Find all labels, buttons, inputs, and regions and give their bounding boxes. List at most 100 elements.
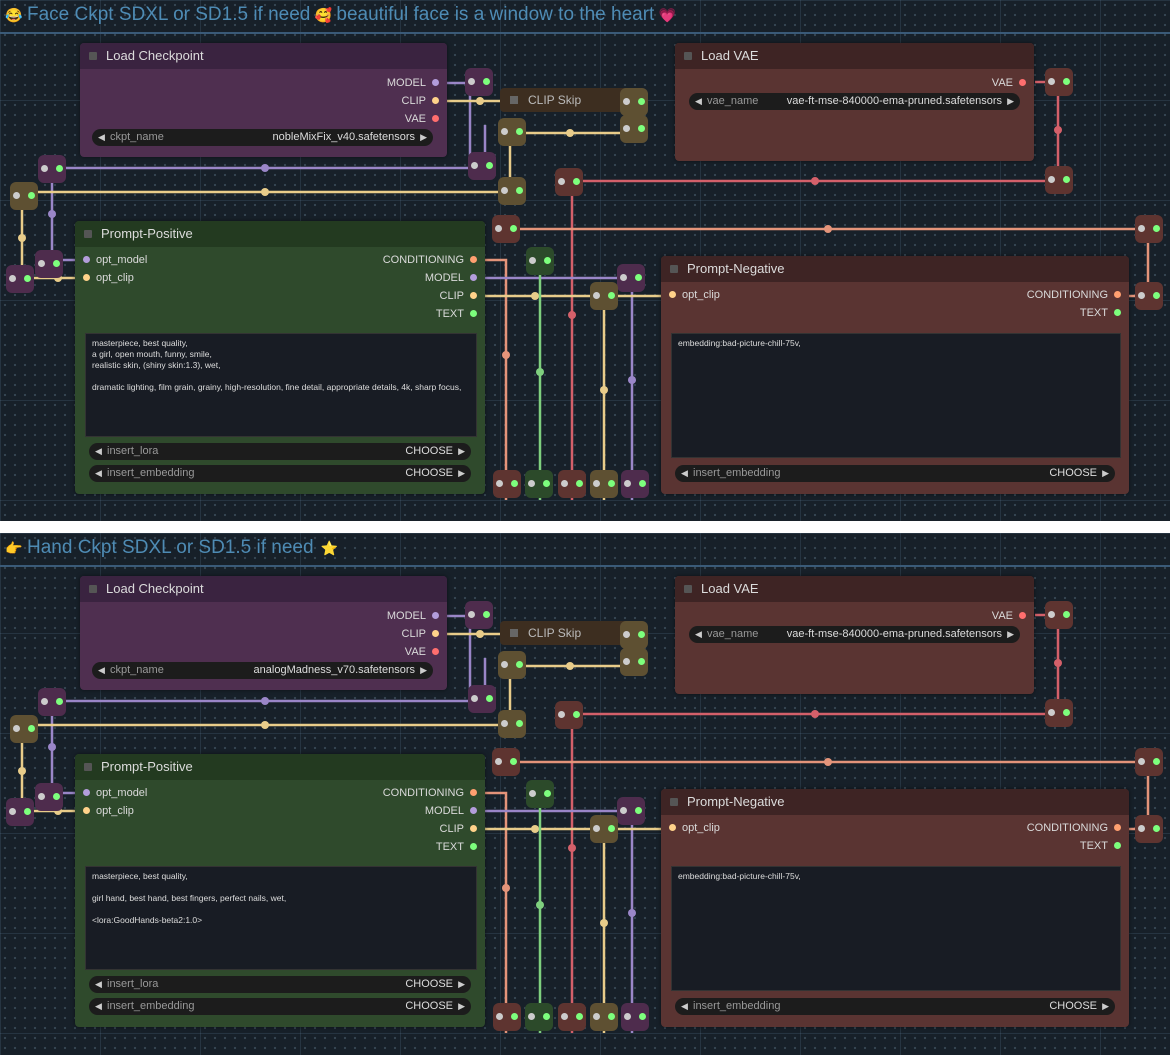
vae-slot-icon[interactable]	[1019, 611, 1026, 619]
reroute-output-dot-icon[interactable]	[516, 661, 523, 668]
reroute-node[interactable]	[1045, 68, 1073, 96]
arrow-left-icon[interactable]: ◀	[695, 629, 702, 639]
conditioning-slot-icon[interactable]	[470, 255, 477, 263]
reroute-input-dot-icon[interactable]	[561, 1013, 568, 1020]
arrow-right-icon[interactable]: ▶	[458, 1001, 465, 1011]
reroute-output-dot-icon[interactable]	[639, 1013, 646, 1020]
reroute-input-dot-icon[interactable]	[1138, 758, 1145, 765]
wire-midpoint-handle[interactable]	[531, 825, 539, 833]
reroute-input-dot-icon[interactable]	[38, 793, 45, 800]
arrow-right-icon[interactable]: ▶	[420, 665, 427, 675]
reroute-node[interactable]	[493, 470, 521, 498]
reroute-input-dot-icon[interactable]	[1048, 176, 1055, 183]
output-conditioning[interactable]: CONDITIONING	[1027, 287, 1121, 303]
ckpt-name-combo[interactable]: ◀ ckpt_name analogMadness_v70.safetensor…	[92, 662, 433, 679]
output-clip[interactable]: CLIP	[402, 93, 439, 109]
model-slot-icon[interactable]	[83, 788, 90, 796]
reroute-output-dot-icon[interactable]	[608, 825, 615, 832]
clip-slot-icon[interactable]	[470, 824, 477, 832]
connection-wire[interactable]	[485, 258, 508, 500]
reroute-output-dot-icon[interactable]	[511, 1013, 518, 1020]
wire-midpoint-handle[interactable]	[811, 710, 819, 718]
reroute-input-dot-icon[interactable]	[13, 725, 20, 732]
clip-slot-icon[interactable]	[669, 823, 676, 831]
wire-midpoint-handle[interactable]	[600, 919, 608, 927]
reroute-input-dot-icon[interactable]	[593, 480, 600, 487]
conditioning-slot-icon[interactable]	[1114, 823, 1121, 831]
reroute-input-dot-icon[interactable]	[623, 658, 630, 665]
prompt-negative-node[interactable]: Prompt-Negative opt_clip CONDITIONING TE…	[661, 789, 1129, 1027]
reroute-output-dot-icon[interactable]	[543, 480, 550, 487]
reroute-node[interactable]	[498, 177, 526, 205]
reroute-input-dot-icon[interactable]	[496, 480, 503, 487]
reroute-input-dot-icon[interactable]	[528, 1013, 535, 1020]
reroute-node[interactable]	[468, 152, 496, 180]
reroute-node[interactable]	[525, 470, 553, 498]
load-checkpoint-node[interactable]: Load Checkpoint MODEL CLIP VAE ◀ ckpt_na…	[80, 43, 447, 157]
reroute-node[interactable]	[38, 155, 66, 183]
model-slot-icon[interactable]	[432, 78, 439, 86]
reroute-input-dot-icon[interactable]	[620, 807, 627, 814]
reroute-output-dot-icon[interactable]	[486, 162, 493, 169]
reroute-input-dot-icon[interactable]	[593, 1013, 600, 1020]
reroute-input-dot-icon[interactable]	[1138, 225, 1145, 232]
reroute-input-dot-icon[interactable]	[9, 275, 16, 282]
clip-slot-icon[interactable]	[432, 629, 439, 637]
prompt-negative-header[interactable]: Prompt-Negative	[661, 256, 1129, 282]
clip-slot-icon[interactable]	[669, 290, 676, 298]
wire-midpoint-handle[interactable]	[531, 292, 539, 300]
reroute-node[interactable]	[558, 470, 586, 498]
input-opt-clip[interactable]: opt_clip	[669, 287, 720, 303]
reroute-input-dot-icon[interactable]	[624, 1013, 631, 1020]
reroute-node[interactable]	[492, 748, 520, 776]
collapse-dot-icon[interactable]	[84, 763, 92, 771]
output-model[interactable]: MODEL	[425, 270, 477, 286]
model-slot-icon[interactable]	[470, 806, 477, 814]
reroute-output-dot-icon[interactable]	[573, 711, 580, 718]
vae-slot-icon[interactable]	[1019, 78, 1026, 86]
reroute-output-dot-icon[interactable]	[608, 292, 615, 299]
arrow-left-icon[interactable]: ◀	[681, 468, 688, 478]
reroute-node[interactable]	[1135, 815, 1163, 843]
wire-midpoint-handle[interactable]	[476, 97, 484, 105]
wire-midpoint-handle[interactable]	[536, 901, 544, 909]
reroute-input-dot-icon[interactable]	[1048, 611, 1055, 618]
arrow-left-icon[interactable]: ◀	[95, 446, 102, 456]
reroute-output-dot-icon[interactable]	[516, 128, 523, 135]
output-text[interactable]: TEXT	[436, 306, 477, 322]
reroute-node[interactable]	[35, 783, 63, 811]
reroute-input-dot-icon[interactable]	[1138, 292, 1145, 299]
reroute-output-dot-icon[interactable]	[576, 1013, 583, 1020]
reroute-input-dot-icon[interactable]	[471, 162, 478, 169]
reroute-node[interactable]	[35, 250, 63, 278]
reroute-output-dot-icon[interactable]	[56, 165, 63, 172]
reroute-node[interactable]	[492, 215, 520, 243]
arrow-left-icon[interactable]: ◀	[98, 132, 105, 142]
wire-midpoint-handle[interactable]	[628, 376, 636, 384]
reroute-node[interactable]	[590, 282, 618, 310]
wire-midpoint-handle[interactable]	[1054, 659, 1062, 667]
reroute-input-dot-icon[interactable]	[9, 808, 16, 815]
group-title[interactable]: 👉 Hand Ckpt SDXL or SD1.5 if need ⭐	[4, 537, 340, 559]
prompt-positive-header[interactable]: Prompt-Positive	[75, 754, 485, 780]
wire-midpoint-handle[interactable]	[824, 225, 832, 233]
reroute-node[interactable]	[620, 115, 648, 143]
reroute-output-dot-icon[interactable]	[510, 758, 517, 765]
reroute-node[interactable]	[498, 651, 526, 679]
reroute-node[interactable]	[468, 685, 496, 713]
load-vae-node[interactable]: Load VAE VAE ◀ vae_name vae-ft-mse-84000…	[675, 576, 1034, 694]
collapse-dot-icon[interactable]	[670, 798, 678, 806]
reroute-node[interactable]	[6, 798, 34, 826]
reroute-node[interactable]	[621, 1003, 649, 1031]
collapse-dot-icon[interactable]	[84, 230, 92, 238]
output-conditioning[interactable]: CONDITIONING	[383, 785, 477, 801]
reroute-input-dot-icon[interactable]	[471, 695, 478, 702]
negative-prompt-textarea[interactable]: embedding:bad-picture-chill-75v,	[671, 866, 1121, 991]
output-text[interactable]: TEXT	[1080, 838, 1121, 854]
arrow-right-icon[interactable]: ▶	[1102, 1001, 1109, 1011]
arrow-left-icon[interactable]: ◀	[95, 468, 102, 478]
reroute-node[interactable]	[465, 68, 493, 96]
reroute-node[interactable]	[6, 265, 34, 293]
collapse-dot-icon[interactable]	[670, 265, 678, 273]
output-vae[interactable]: VAE	[992, 75, 1026, 91]
